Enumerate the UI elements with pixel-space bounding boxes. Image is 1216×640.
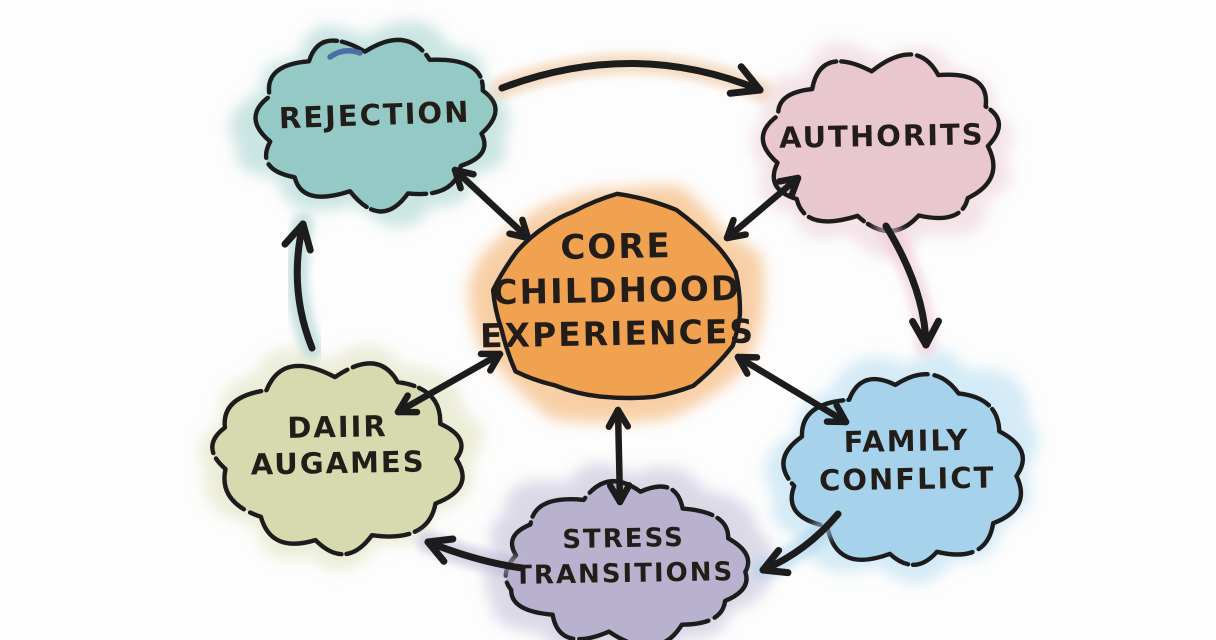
authorits-shape bbox=[760, 52, 1002, 234]
cycle-arrow-rejection-to-authorits bbox=[491, 52, 771, 101]
authorits-label: AUTHORITS bbox=[779, 117, 985, 155]
node-authorits bbox=[751, 41, 1013, 259]
connector-center-authorits bbox=[723, 174, 802, 242]
rejection-shape bbox=[253, 37, 498, 214]
core-childhood-experiences-label-line: CORE bbox=[560, 226, 672, 268]
connector-center-daiir-augames bbox=[394, 350, 504, 416]
stress-transitions-label-line: STRESS bbox=[562, 523, 685, 555]
node-stress-transitions bbox=[484, 463, 773, 640]
cycle-arrow-authorits-to-family-conflict bbox=[875, 215, 942, 356]
node-rejection bbox=[229, 20, 510, 228]
daiir-augames-label-line: DAIIR bbox=[287, 409, 388, 445]
connector-center-stress-transitions bbox=[605, 406, 633, 506]
cycle-arrow-family-conflict-to-stress-transitions bbox=[752, 503, 849, 581]
daiir-augames-label-line: AUGAMES bbox=[250, 444, 425, 481]
core-childhood-experiences-label-line: EXPERIENCES bbox=[480, 312, 756, 356]
rejection-label: REJECTION bbox=[278, 95, 471, 136]
cycle-arrow-daiir-augames-to-rejection bbox=[281, 213, 323, 359]
cycle-arrow-stress-transitions-to-daiir-augames bbox=[417, 531, 533, 579]
family-conflict-label-line: CONFLICT bbox=[819, 460, 996, 497]
connector-center-family-conflict bbox=[734, 353, 850, 426]
stress-transitions-label-line: TRANSITIONS bbox=[514, 557, 735, 591]
stress-transitions-shape bbox=[503, 479, 751, 640]
arrow-layer bbox=[281, 52, 942, 581]
connector-center-rejection bbox=[451, 166, 532, 242]
authorits-label-line: AUTHORITS bbox=[779, 117, 985, 155]
core-childhood-experiences-shape bbox=[490, 191, 743, 401]
rejection-label-line: REJECTION bbox=[278, 95, 471, 136]
cloud-layer bbox=[199, 20, 1039, 640]
family-conflict-label-line: FAMILY bbox=[843, 423, 969, 459]
core-childhood-experiences-label-line: CHILDHOOD bbox=[492, 269, 741, 313]
node-core-childhood-experiences bbox=[467, 185, 765, 423]
